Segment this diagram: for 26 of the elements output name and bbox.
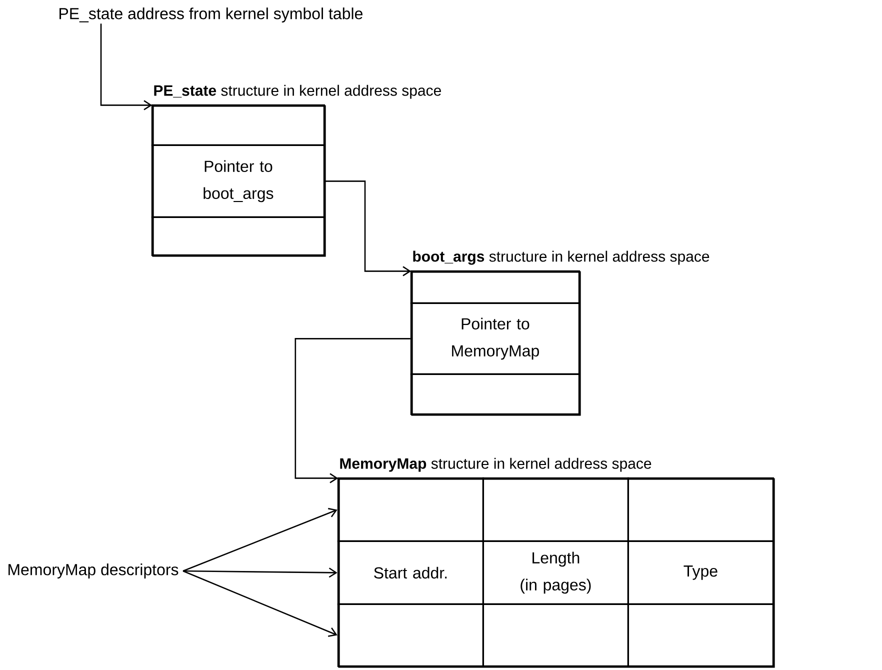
table-cell [627, 477, 774, 542]
table-cell [151, 104, 325, 146]
annotation-text: MemoryMap descriptors [8, 564, 178, 578]
table-cell: Length (in pages) [482, 540, 629, 605]
arrow [100, 24, 152, 110]
table-cell: Pointer to MemoryMap [410, 302, 580, 375]
table-cell [482, 603, 629, 667]
table-heading: boot_args structure in kernel address space [413, 250, 710, 265]
table-cell [151, 216, 325, 256]
table-heading: PE_state structure in kernel address space [154, 84, 441, 99]
table-cell [410, 373, 580, 415]
table-cell [337, 603, 484, 667]
table-cell [410, 270, 580, 304]
table-heading: MemoryMap structure in kernel address space [340, 458, 652, 472]
arrow [182, 508, 338, 572]
table-cell: Pointer to boot_args [151, 144, 325, 218]
arrow [294, 338, 410, 484]
table-cell [627, 603, 774, 667]
arrow [325, 180, 412, 276]
table-cell [482, 477, 629, 542]
table-cell: Type [627, 540, 774, 605]
table-cell [337, 477, 484, 542]
arrow [183, 568, 338, 578]
arrow [182, 570, 338, 637]
annotation-text: PE_state address from kernel symbol table [60, 8, 362, 22]
table-cell: Start addr. [337, 540, 484, 605]
